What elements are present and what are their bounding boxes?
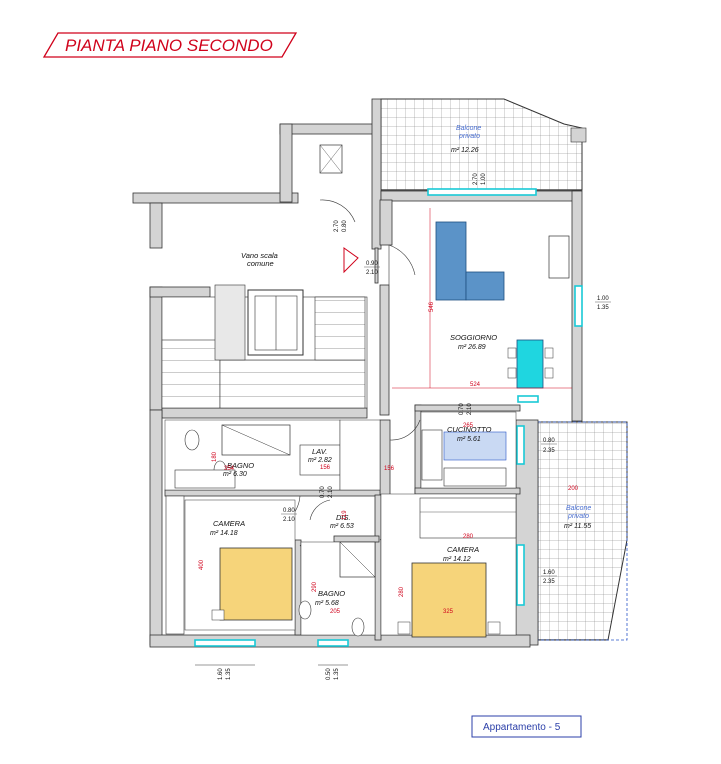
camera2-area: m² 14.12 <box>443 556 471 563</box>
v-bot-1-35b: 1.35 <box>334 668 340 680</box>
door-0-80: 0.80 <box>283 508 295 514</box>
vano-scala-line1: Vano scala <box>241 251 278 260</box>
windows <box>194 188 583 647</box>
v-bot-1-60: 1.60 <box>218 668 224 680</box>
camera1-area: m² 14.18 <box>210 530 238 537</box>
sofa <box>435 221 467 301</box>
plan-title: PIANTA PIANO SECONDO <box>65 36 273 55</box>
living-room: SOGGIORNO m² 26.89 546 524 <box>392 208 572 389</box>
v-top-1-00: 1.00 <box>481 173 487 185</box>
win-1-35: 1.35 <box>597 305 609 311</box>
dim-156a: 156 <box>320 465 331 471</box>
vano-scala-line2: comune <box>247 259 274 268</box>
dim-524: 524 <box>470 382 481 388</box>
dim-280a: 280 <box>463 534 474 540</box>
balcony-right-area: m² 11.55 <box>564 523 591 530</box>
balcony-right: Balcone privato m² 11.55 <box>537 421 628 641</box>
dim-180: 180 <box>212 451 218 462</box>
soggiorno-label: SOGGIORNO <box>450 333 497 342</box>
lav-label: LAV. <box>312 447 327 456</box>
door-2-10b: 2.10 <box>283 517 295 523</box>
balcony-top-line2: privato <box>458 133 480 140</box>
walls <box>132 98 583 648</box>
v-dis-0-70: 0.70 <box>320 486 326 498</box>
dim-265: 265 <box>463 423 474 429</box>
title-banner: PIANTA PIANO SECONDO <box>42 32 298 58</box>
win-2-35b: 2.35 <box>543 579 555 585</box>
dim-156b: 156 <box>384 466 395 472</box>
bed-2 <box>411 562 487 638</box>
dim-205: 205 <box>330 609 341 615</box>
balcony-top-area: m² 12.26 <box>451 147 479 154</box>
bedroom-1: CAMERA m² 14.18 400 <box>165 495 296 635</box>
dim-400: 400 <box>199 559 205 570</box>
bathroom-2: DIS. m² 6.53 BAGNO m² 5.68 119 290 205 <box>298 510 376 637</box>
camera2-label: CAMERA <box>447 545 479 554</box>
balcony-right-line2: privato <box>567 513 589 520</box>
bedroom-2: CAMERA m² 14.12 280 280 325 200 <box>380 486 579 638</box>
apartment-label: Appartamento - 5 <box>483 722 561 733</box>
kitchenette: CUCINOTTO m² 5.61 265 <box>420 411 517 489</box>
dim-119: 119 <box>342 510 348 520</box>
opening-annotations: 0.90 2.10 0.80 2.10 1.00 1.35 0.80 2.35 … <box>195 173 611 680</box>
apartment-badge: Appartamento - 5 <box>471 715 582 738</box>
dim-354: 354 <box>224 466 235 472</box>
win-0-80: 0.80 <box>543 438 555 444</box>
v-bot-0-50: 0.50 <box>326 668 332 680</box>
soggiorno-area: m² 26.89 <box>458 344 486 351</box>
dis-label: DIS. <box>336 513 351 522</box>
bagno1-label: BAGNO <box>227 461 254 470</box>
bed-1 <box>219 547 293 621</box>
win-1-60: 1.60 <box>543 570 555 576</box>
dining-table <box>516 339 544 389</box>
win-2-35: 2.35 <box>543 448 555 454</box>
bathroom-1: BAGNO m² 6.30 LAV. m² 2.82 180 354 156 1… <box>164 419 395 491</box>
bagno2-label: BAGNO <box>318 589 345 598</box>
door-2-10: 2.10 <box>366 270 378 276</box>
dim-546: 546 <box>429 301 435 312</box>
v-dis-2-10: 2.10 <box>328 486 334 498</box>
v-top-2-70: 2.70 <box>473 173 479 185</box>
dim-280b: 280 <box>399 586 405 597</box>
win-1-00: 1.00 <box>597 296 609 302</box>
v-cu-2-10: 2.10 <box>467 403 473 415</box>
dim-200: 200 <box>568 486 579 492</box>
bagno2-area: m² 5.68 <box>315 600 339 607</box>
v-cu-0-70: 0.70 <box>459 403 465 415</box>
v-2-70: 2.70 <box>334 220 340 232</box>
stairwell: Vano scala comune <box>161 144 368 409</box>
v-0-80: 0.80 <box>342 220 348 232</box>
balcony-right-line1: Balcone <box>566 505 591 512</box>
v-bot-1-35: 1.35 <box>226 668 232 680</box>
cucinotto-area: m² 5.61 <box>457 436 481 443</box>
bagno1-area: m² 6.30 <box>223 471 247 478</box>
dim-325: 325 <box>443 609 454 615</box>
camera1-label: CAMERA <box>213 519 245 528</box>
dim-290: 290 <box>312 581 318 592</box>
cucinotto-label: CUCINOTTO <box>447 425 492 434</box>
balcony-top-line1: Balcone <box>456 125 481 132</box>
lav-area: m² 2.82 <box>308 457 332 464</box>
door-0-90: 0.90 <box>366 261 378 267</box>
dis-area: m² 6.53 <box>330 523 354 530</box>
